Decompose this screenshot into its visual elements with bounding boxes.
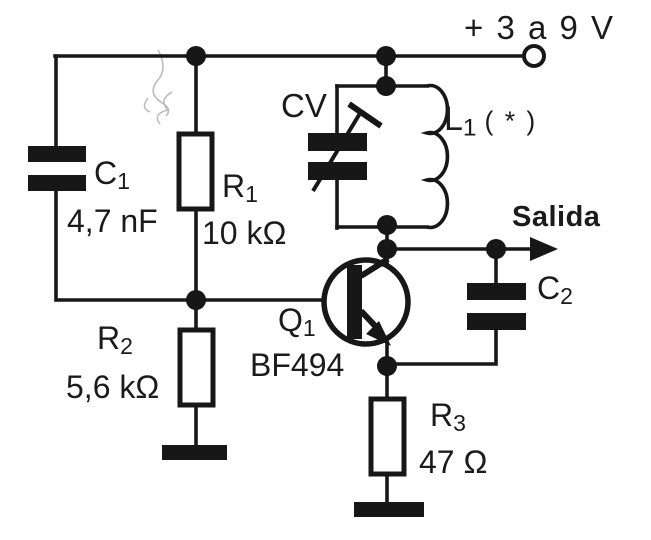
wires	[53, 54, 535, 506]
ground-symbol-r3	[354, 502, 424, 517]
resistor-r1-symbol	[176, 131, 215, 212]
transistor-symbol	[321, 256, 411, 347]
q1-part-number: BF494	[250, 347, 345, 383]
c1-label: C1	[94, 157, 130, 193]
capacitor-c1-symbol	[28, 146, 86, 191]
r2-value: 5,6 kΩ	[66, 369, 160, 405]
l1-note: ( * )	[484, 106, 538, 136]
l1-ref: L	[444, 100, 463, 138]
l1-sub: 1	[462, 114, 477, 142]
r2-sub: 2	[120, 333, 133, 360]
junction-dot	[376, 46, 396, 66]
wire-c2-to-emitter	[385, 328, 498, 366]
r1-sub: 1	[245, 181, 258, 208]
r2-label: R2	[97, 322, 133, 358]
r3-value: 47 Ω	[419, 444, 488, 480]
scan-artifact	[143, 49, 173, 125]
junction-dot	[377, 215, 397, 235]
r2-ref: R	[97, 320, 121, 356]
wire-c1-to-base	[54, 188, 350, 302]
junction-dot	[486, 239, 506, 259]
r1-value: 10 kΩ	[202, 215, 287, 251]
transistor-collector-lead	[359, 256, 390, 279]
transistor-emitter-arrow	[366, 321, 391, 346]
capacitor-c2-symbol	[467, 283, 526, 330]
r3-sub: 3	[453, 410, 466, 437]
junction-dot	[376, 76, 396, 96]
variable-capacitor-arrow-bar	[347, 101, 383, 129]
c1-ref: C	[94, 155, 118, 191]
variable-capacitor-arrow	[311, 108, 364, 193]
c2-ref: C	[537, 270, 561, 306]
junction-dots	[186, 46, 506, 376]
q1-sub: 1	[302, 315, 316, 342]
ground-symbol-r2	[162, 445, 227, 460]
r3-label: R3	[430, 399, 466, 435]
output-arrow	[530, 237, 558, 261]
transistor-body	[321, 257, 411, 347]
output-label: Salida	[512, 201, 601, 233]
q1-label: Q1	[278, 304, 316, 340]
q1-ref: Q	[278, 302, 303, 338]
power-rail-label: + 3 a 9 V	[464, 9, 616, 46]
c2-label: C2	[537, 272, 573, 308]
cv-label: CV	[281, 87, 327, 124]
junction-dot	[377, 356, 397, 376]
r3-ref: R	[430, 397, 454, 433]
junction-dot	[377, 239, 397, 259]
power-terminal	[522, 44, 546, 68]
transistor-base-bar	[347, 265, 362, 339]
r1-ref: R	[222, 168, 246, 204]
junction-dot	[186, 46, 206, 66]
variable-capacitor-cv-symbol	[308, 101, 383, 193]
resistor-r3-symbol	[368, 396, 407, 477]
c2-sub: 2	[560, 283, 573, 310]
c1-sub: 1	[117, 168, 130, 195]
c1-value: 4,7 nF	[67, 203, 158, 239]
inductor-symbol	[420, 83, 450, 230]
l1-label: L1( * )	[444, 102, 537, 141]
resistor-r2-symbol	[177, 327, 216, 408]
junction-dot	[186, 290, 206, 310]
r1-label: R1	[222, 170, 258, 206]
